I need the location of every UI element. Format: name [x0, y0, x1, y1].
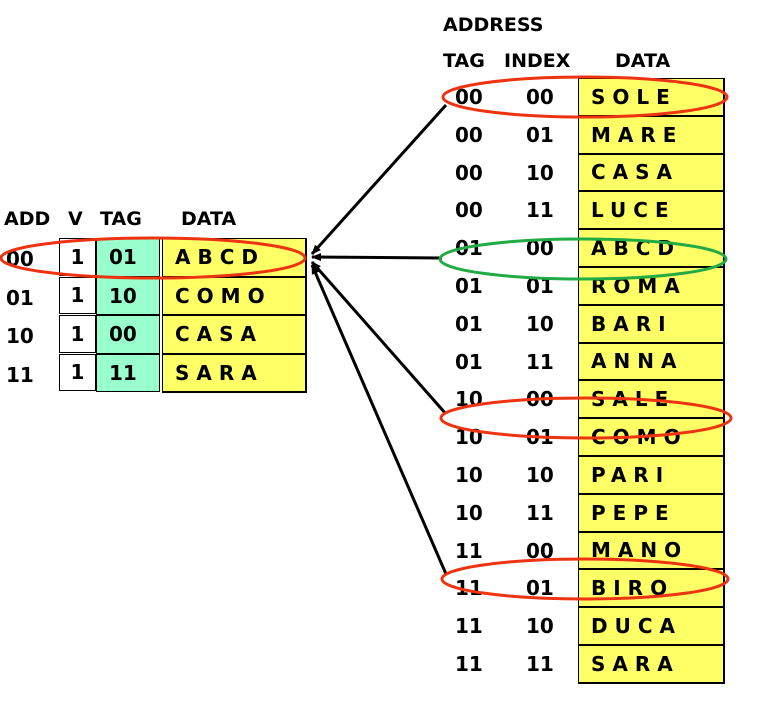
cache-tag-cell: 00 — [96, 315, 160, 354]
memory-index: 11 — [526, 349, 554, 374]
memory-data-cell: BARI — [578, 304, 725, 344]
memory-index: 00 — [526, 538, 554, 563]
memory-data-cell: PARI — [578, 456, 725, 495]
memory-index: 10 — [526, 463, 554, 487]
cache-header-add: ADD — [4, 208, 51, 230]
memory-tag: 01 — [455, 349, 483, 374]
memory-tag: 01 — [455, 236, 483, 261]
cache-add: 10 — [6, 324, 34, 348]
memory-tag: 00 — [455, 122, 483, 147]
memory-data-cell: ABCD — [578, 229, 725, 268]
arrow-sole-to-cache — [310, 103, 448, 256]
cache-data-cell: CASA — [162, 315, 307, 355]
cache-header-v: V — [68, 208, 83, 230]
memory-data-cell: BIRO — [578, 569, 725, 609]
memory-tag: 11 — [455, 538, 483, 563]
memory-data-cell: COMO — [578, 418, 725, 457]
cache-header-data: DATA — [181, 208, 237, 230]
memory-index: 11 — [526, 652, 554, 676]
memory-index: 01 — [526, 122, 554, 147]
memory-data-cell: CASA — [578, 153, 725, 193]
memory-data-cell: ANNA — [578, 342, 725, 382]
memory-index: 10 — [526, 160, 554, 185]
memory-index: 00 — [526, 85, 554, 109]
arrow-mano-to-cache — [310, 264, 448, 575]
memory-data-cell: SOLE — [578, 78, 725, 117]
cache-data-cell: SARA — [162, 353, 307, 393]
arrow-sale-to-cache — [310, 261, 448, 415]
memory-data-cell: MANO — [578, 531, 725, 571]
memory-index: 00 — [526, 387, 554, 412]
cache-data-cell: ABCD — [162, 238, 307, 278]
memory-data-cell: MARE — [578, 115, 725, 155]
memory-index: 01 — [526, 274, 554, 298]
cache-header-tag: TAG — [100, 208, 142, 230]
memory-tag: 00 — [455, 198, 483, 223]
memory-data-cell: ROMA — [578, 267, 725, 306]
memory-header-index: INDEX — [504, 50, 571, 72]
memory-tag: 10 — [455, 425, 483, 450]
cache-tag-cell: 01 — [96, 238, 160, 277]
memory-index: 11 — [526, 198, 554, 223]
memory-data-cell: LUCE — [578, 191, 725, 231]
memory-index: 11 — [526, 500, 554, 525]
memory-index: 10 — [526, 311, 554, 336]
cache-valid-bit: 1 — [59, 353, 96, 391]
memory-index: 01 — [526, 576, 554, 601]
memory-header-data: DATA — [615, 50, 671, 72]
memory-tag: 10 — [455, 463, 483, 487]
cache-data-cell: COMO — [162, 276, 307, 316]
memory-tag: 10 — [455, 500, 483, 525]
memory-tag: 11 — [455, 576, 483, 601]
cache-add: 01 — [6, 285, 34, 310]
cache-valid-bit: 1 — [59, 238, 96, 276]
arrow-abcd-to-cache — [311, 253, 443, 262]
memory-data-cell: SALE — [578, 380, 725, 420]
memory-data-cell: SARA — [578, 645, 725, 684]
memory-tag: 00 — [455, 85, 483, 109]
memory-index: 10 — [526, 614, 554, 639]
memory-data-cell: PEPE — [578, 493, 725, 533]
memory-index: 01 — [526, 425, 554, 450]
memory-tag: 01 — [455, 274, 483, 298]
memory-index: 00 — [526, 236, 554, 261]
memory-tag: 01 — [455, 311, 483, 336]
memory-tag: 11 — [455, 652, 483, 676]
memory-tag: 11 — [455, 614, 483, 639]
memory-tag: 00 — [455, 160, 483, 185]
cache-valid-bit: 1 — [59, 315, 96, 353]
memory-header-tag: TAG — [443, 50, 485, 72]
memory-header-address: ADDRESS — [443, 14, 544, 36]
cache-tag-cell: 11 — [96, 353, 160, 392]
cache-add: 11 — [6, 362, 34, 387]
cache-valid-bit: 1 — [59, 276, 96, 314]
cache-tag-cell: 10 — [96, 276, 160, 315]
cache-add: 00 — [6, 247, 34, 271]
memory-tag: 10 — [455, 387, 483, 412]
memory-data-cell: DUCA — [578, 607, 725, 646]
